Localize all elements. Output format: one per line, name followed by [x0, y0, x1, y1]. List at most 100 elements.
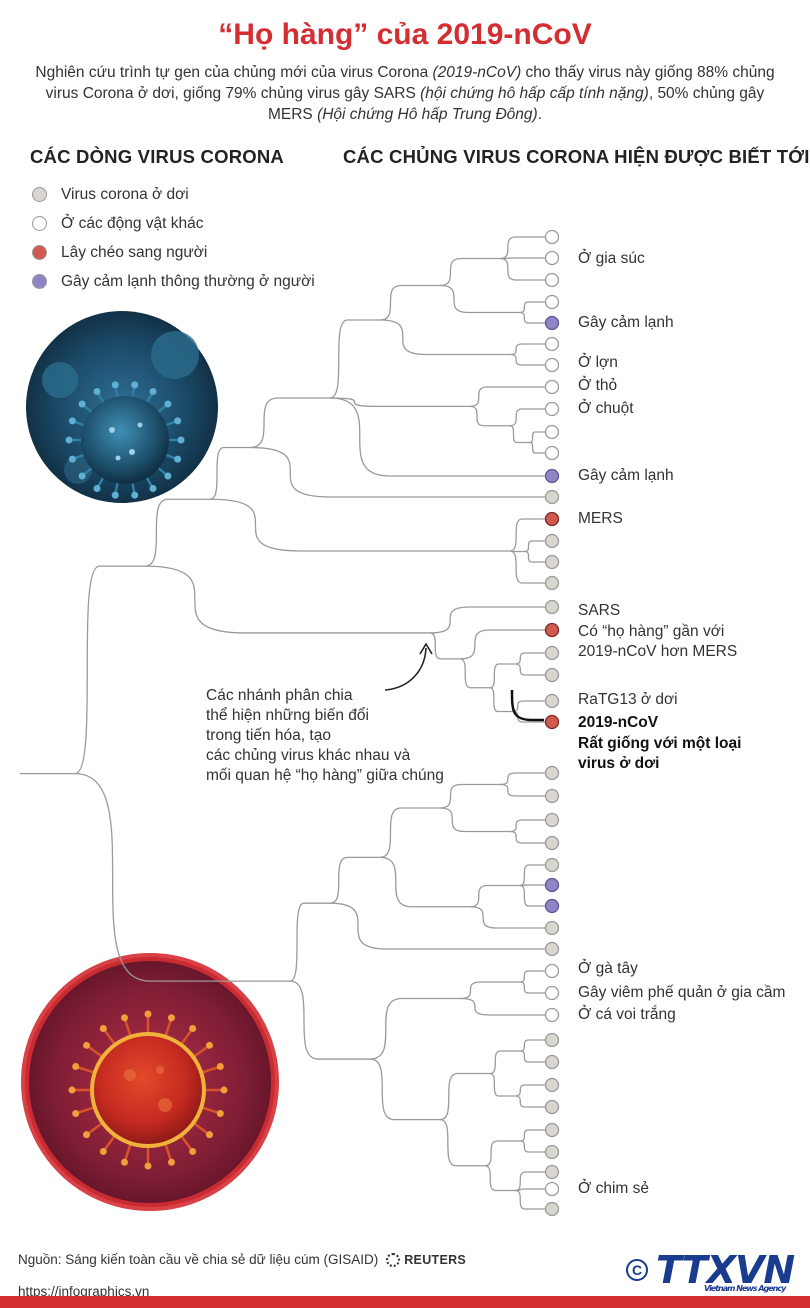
- tree-branch: [289, 902, 330, 982]
- tree-leaf-node: [544, 294, 560, 310]
- tree-branch: [439, 1072, 490, 1121]
- virus-spike-head: [93, 388, 101, 396]
- tree-leaf-node: [544, 1181, 560, 1197]
- tree-branch: [489, 1050, 520, 1075]
- intro-italic-1: (2019-nCoV): [432, 64, 522, 81]
- tree-leaf-node: [544, 1144, 560, 1160]
- tree-leaf-node: [544, 468, 560, 484]
- virus-spike-head: [220, 1086, 228, 1094]
- virus-spike-head: [144, 1010, 152, 1018]
- virus-spike-head: [205, 1041, 213, 1049]
- label-rabbit: Ở thỏ: [578, 377, 618, 394]
- label-close-relative-1: Có “họ hàng” gần với: [578, 623, 725, 640]
- tree-branch: [524, 540, 545, 553]
- agency-subtitle: Vietnam News Agency: [704, 1284, 786, 1293]
- virus-spike-head: [83, 1041, 91, 1049]
- tree-leaf-node: [544, 511, 560, 527]
- tree-branch: [514, 1171, 545, 1192]
- label-sars: SARS: [578, 602, 621, 619]
- tree-branch: [74, 772, 290, 982]
- virus-spike-head: [149, 388, 157, 396]
- tree-branch: [519, 884, 545, 907]
- tree-leaf-node: [544, 1054, 560, 1070]
- ttxvn-logo: TTXVN Vietnam News Agency: [656, 1248, 795, 1293]
- annotation-line: mối quan hệ “họ hàng” giữa chúng: [206, 767, 444, 784]
- tree-branch: [329, 397, 470, 408]
- virus-spike-head: [131, 491, 139, 499]
- virus-spike-head: [149, 484, 157, 492]
- label-bronchitis: Gây viêm phế quản ở gia cầm: [578, 984, 786, 1001]
- legend-item-bat: Virus corona ở dơi: [32, 180, 315, 209]
- tree-branch: [514, 1188, 545, 1192]
- tree-leaf-node: [544, 645, 560, 661]
- label-pig: Ở lợn: [578, 354, 618, 371]
- tree-leaf-node: [544, 714, 560, 730]
- label-cattle: Ở gia súc: [578, 250, 645, 267]
- tree-leaf-node: [544, 336, 560, 352]
- tree-branch: [519, 981, 545, 994]
- tree-leaf-node: [544, 272, 560, 288]
- tree-branch: [249, 446, 480, 498]
- virus-spike-head: [72, 1109, 80, 1117]
- tree-branch: [489, 1072, 515, 1097]
- tree-branch: [519, 1140, 545, 1153]
- tree-branch: [499, 772, 545, 786]
- tree-leaf-node: [544, 877, 560, 893]
- virus-spike-head: [72, 1063, 80, 1071]
- tree-branch: [379, 856, 470, 908]
- footer-bar: [0, 1296, 810, 1308]
- tree-leaf-node: [544, 898, 560, 914]
- virus-spike-head: [78, 472, 86, 480]
- intro-italic-2: (hội chứng hô hấp cấp tính nặng): [420, 85, 649, 102]
- tree-branch: [509, 343, 545, 356]
- tree-branch: [459, 658, 490, 689]
- tree-leaf-node: [544, 622, 560, 638]
- tree-leaf-node: [544, 1122, 560, 1138]
- highlight-branch-ncov: [510, 689, 544, 722]
- red-virus-image: [21, 953, 279, 1211]
- tree-branch: [439, 1118, 485, 1167]
- virus-spike-head: [189, 1147, 197, 1155]
- legend-dot-common-cold: [32, 274, 47, 289]
- tree-leaf-node: [544, 1201, 560, 1217]
- tree-branch: [459, 997, 545, 1016]
- source-text: Nguồn: Sáng kiến toàn cầu về chia sẻ dữ …: [18, 1252, 379, 1267]
- virus-spike-head: [167, 1158, 175, 1166]
- label-ratg13: RaTG13 ở dơi: [578, 691, 678, 708]
- tree-branch: [519, 311, 545, 324]
- tree-branch: [514, 652, 545, 665]
- tree-branch: [519, 301, 545, 314]
- tree-branch: [379, 807, 440, 859]
- tree-branch: [439, 257, 500, 287]
- tree-branch: [289, 980, 370, 1060]
- legend-item-common-cold: Gây cảm lạnh thông thường ở người: [32, 267, 315, 296]
- tree-branch: [511, 700, 545, 713]
- tree-branch: [524, 550, 545, 563]
- label-ncov-desc-1: Rất giống với một loại: [578, 735, 742, 752]
- legend-dot-bat: [32, 187, 47, 202]
- virus-spike-head: [216, 1063, 224, 1071]
- tree-branch: [369, 1058, 440, 1121]
- tree-branch: [209, 446, 250, 500]
- tree-branch: [469, 906, 545, 929]
- tree-leaf-node: [544, 963, 560, 979]
- label-ncov-desc-2: virus ở dơi: [578, 755, 660, 772]
- legend-item-other-animals: Ở các động vật khác: [32, 209, 315, 238]
- tree-branch: [519, 884, 545, 887]
- annotation-line: thể hiện những biến đổi: [206, 707, 369, 724]
- footer-url[interactable]: https://infographics.vn: [18, 1284, 150, 1299]
- ttxvn-text: TTXVN: [656, 1248, 795, 1292]
- virus-spike-head: [68, 1086, 76, 1094]
- tree-branch: [519, 1050, 545, 1063]
- tree-leaf-node: [544, 1077, 560, 1093]
- heading-lineages: CÁC DÒNG VIRUS CORONA: [30, 146, 284, 167]
- label-sparrow: Ở chim sẻ: [578, 1180, 649, 1197]
- intro-text-2: cho thấy virus này giống 88% chủng virus…: [45, 64, 775, 102]
- tree-leaf-node: [544, 1099, 560, 1115]
- legend: Virus corona ở dơi Ở các động vật khác L…: [32, 180, 315, 296]
- virus-spike-head: [68, 417, 76, 425]
- source-credit: Nguồn: Sáng kiến toàn cầu về chia sẻ dữ …: [18, 1252, 466, 1267]
- tree-branch: [514, 1189, 545, 1210]
- legend-dot-human-cross: [32, 245, 47, 260]
